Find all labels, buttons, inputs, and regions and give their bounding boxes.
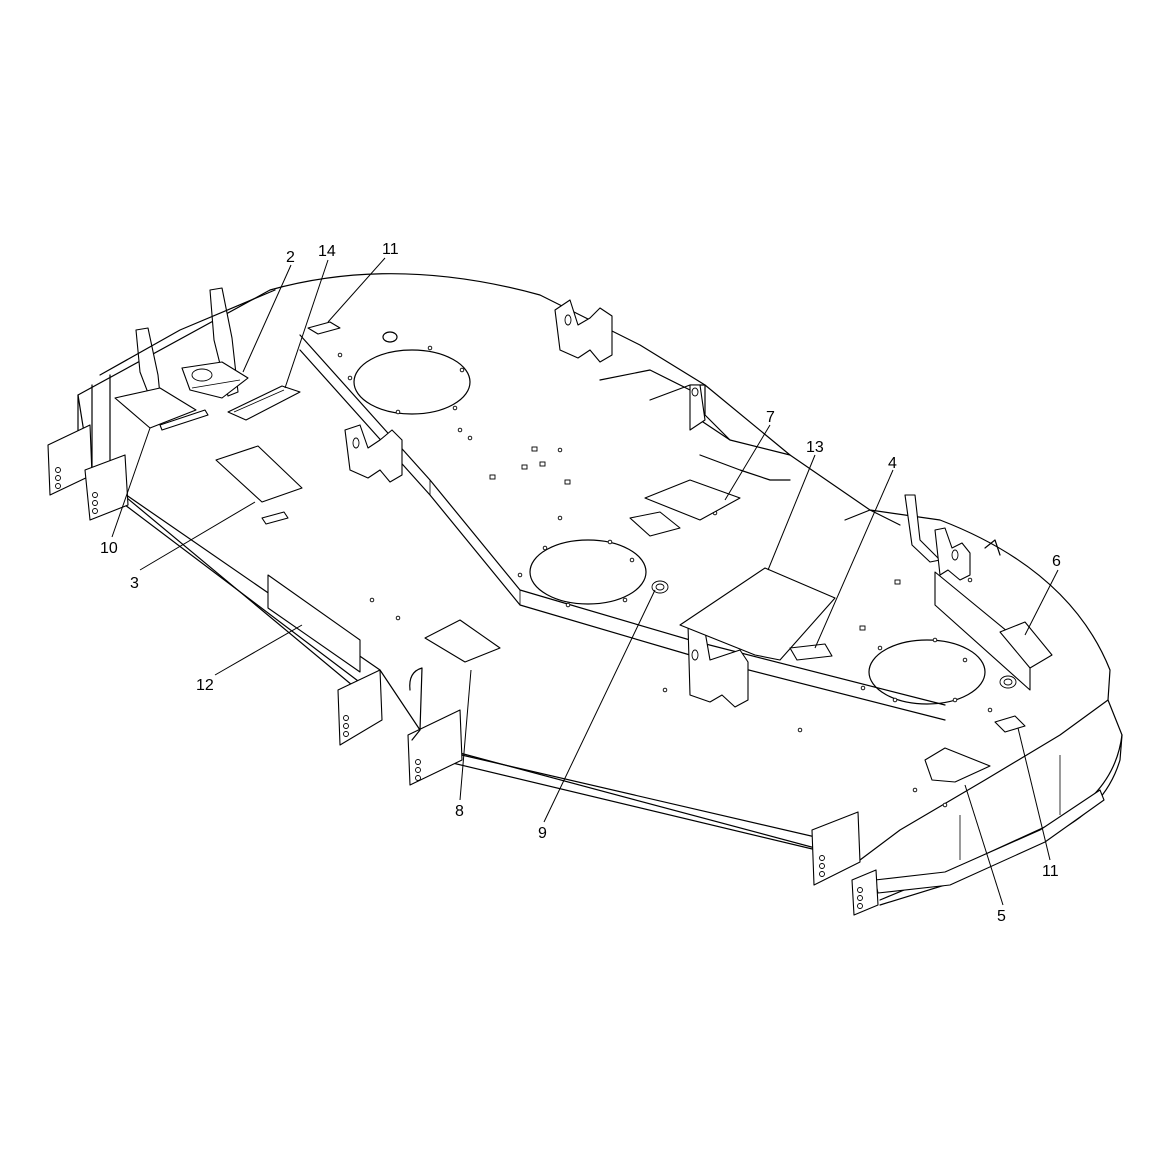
part-11-decal-front bbox=[994, 715, 1026, 733]
callout-10: 10 bbox=[100, 540, 118, 557]
callout-5: 5 bbox=[997, 908, 1006, 925]
callouts: 2 14 11 10 3 12 7 13 4 6 8 9 5 11 bbox=[100, 241, 1061, 925]
part-14-decal bbox=[227, 385, 301, 421]
part-8-decal bbox=[424, 619, 501, 663]
callout-11-front: 11 bbox=[1042, 863, 1059, 880]
callout-7: 7 bbox=[766, 409, 775, 426]
mounting-holes bbox=[337, 345, 1031, 808]
callout-3: 3 bbox=[130, 575, 139, 592]
callout-2: 2 bbox=[286, 249, 295, 266]
decals bbox=[114, 321, 1053, 783]
height-adjust-plates bbox=[47, 424, 879, 916]
spindle-openings bbox=[353, 331, 1017, 705]
part-6-decal bbox=[934, 571, 1031, 691]
leader-lines bbox=[111, 257, 1059, 906]
deck-brackets bbox=[344, 299, 971, 708]
callout-6: 6 bbox=[1052, 553, 1061, 570]
callout-14: 14 bbox=[318, 243, 336, 260]
part-11-decal bbox=[307, 321, 341, 335]
callout-8: 8 bbox=[455, 803, 464, 820]
deck-body bbox=[77, 273, 1123, 906]
part-5-decal bbox=[924, 747, 991, 783]
part-4-decal bbox=[789, 643, 833, 661]
part-7-decal bbox=[644, 479, 741, 521]
callout-12: 12 bbox=[196, 677, 214, 694]
callout-4: 4 bbox=[888, 455, 897, 472]
callout-13: 13 bbox=[806, 439, 824, 456]
part-12-decal bbox=[267, 574, 361, 673]
part-10-decal bbox=[114, 387, 197, 429]
part-3-decal bbox=[215, 445, 303, 503]
part-13-decal bbox=[679, 567, 836, 661]
callout-9: 9 bbox=[538, 825, 547, 842]
callout-11: 11 bbox=[382, 241, 399, 258]
